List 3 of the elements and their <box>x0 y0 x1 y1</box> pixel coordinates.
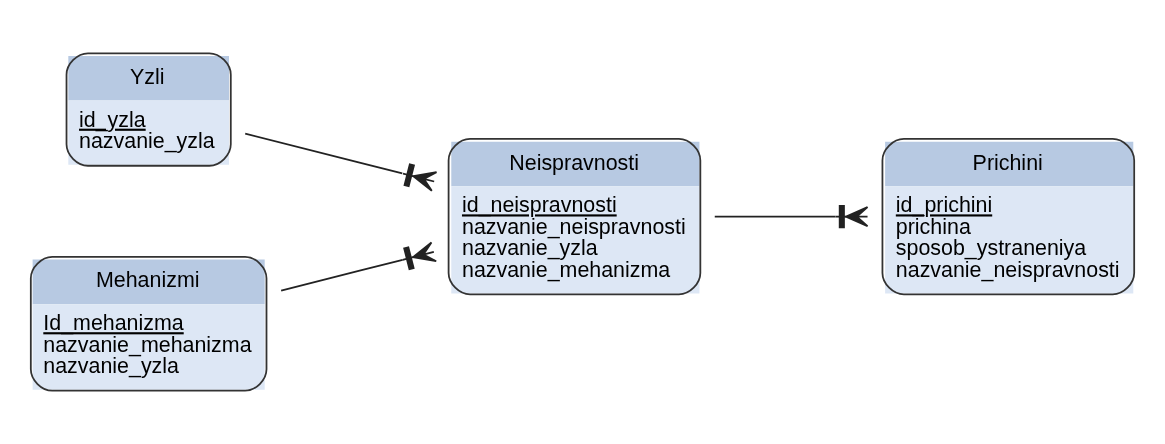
connector <box>280 241 438 292</box>
connector <box>244 132 438 192</box>
connector <box>713 205 869 229</box>
